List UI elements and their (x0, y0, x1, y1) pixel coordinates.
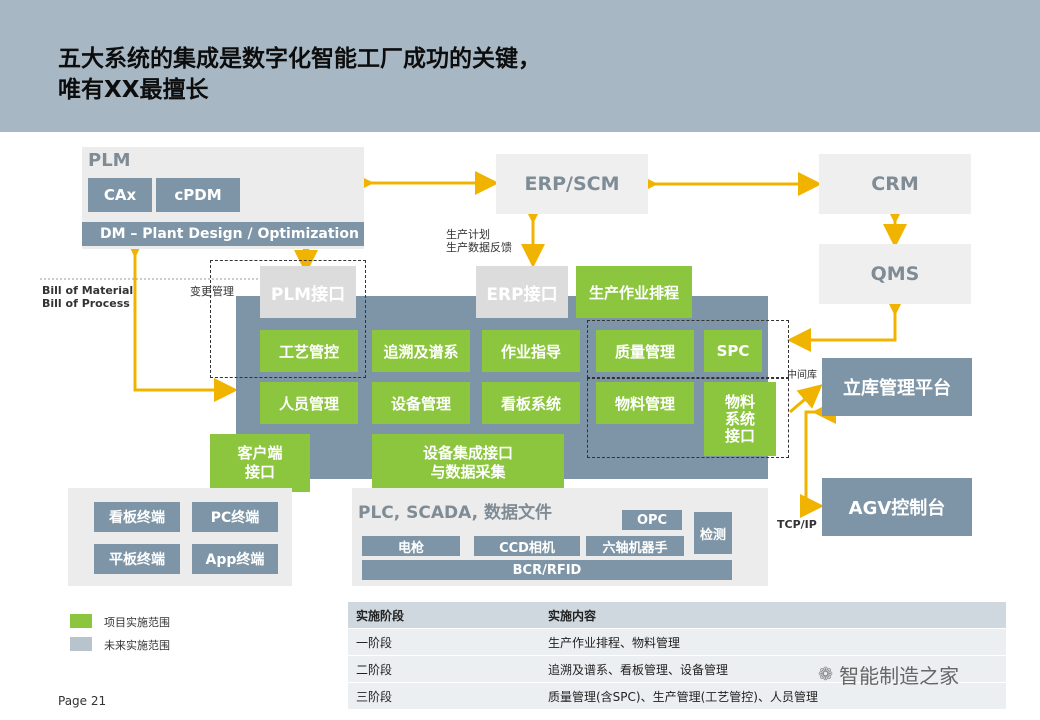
work-guidance-box: 作业指导 (482, 330, 580, 372)
table-header-content: 实施内容 (540, 602, 1006, 629)
device-integration-line1: 设备集成接口 (422, 444, 513, 462)
implementation-table: 实施阶段 实施内容 一阶段 生产作业排程、物料管理 二阶段 追溯及谱系、看板管理… (348, 602, 1006, 710)
bcr-rfid-box: BCR/RFID (362, 560, 732, 580)
six-axis-robot-box: 六轴机器手 (586, 536, 684, 556)
table-row: 三阶段 质量管理(含SPC)、生产管理(工艺管控)、人员管理 (348, 682, 1006, 710)
table-cell-stage: 一阶段 (348, 628, 540, 656)
bop-text: Bill of Process (42, 297, 130, 310)
table-header-stage: 实施阶段 (348, 602, 540, 629)
table-cell-content: 质量管理(含SPC)、生产管理(工艺管控)、人员管理 (540, 682, 1006, 710)
page-number: Page 21 (58, 694, 107, 708)
bom-bop-label: Bill of Material Bill of Process (42, 284, 133, 310)
electric-gun-box: 电枪 (362, 536, 460, 556)
change-mgmt-label: 变更管理 (190, 285, 234, 298)
production-feedback-text: 生产数据反馈 (446, 241, 512, 254)
personnel-box: 人员管理 (260, 382, 358, 424)
material-scope-dashed (587, 378, 789, 458)
material-interface-line1: 物料 (724, 392, 755, 411)
legend-green-swatch (70, 614, 92, 628)
equipment-box: 设备管理 (372, 382, 470, 424)
crm-box: CRM (819, 154, 971, 214)
table-row: 二阶段 追溯及谱系、看板管理、设备管理 (348, 655, 1006, 683)
material-box: 物料管理 (596, 382, 694, 424)
warehouse-platform-box: 立库管理平台 (822, 358, 972, 416)
plc-scada-label: PLC, SCADA, 数据文件 (358, 503, 552, 523)
scheduling-box: 生产作业排程 (576, 266, 692, 318)
plm-label: PLM (88, 150, 131, 171)
table-header-row: 实施阶段 实施内容 (348, 602, 1006, 629)
erp-scm-box: ERP/SCM (496, 154, 648, 214)
kanban-terminal-box: 看板终端 (94, 502, 180, 532)
bom-text: Bill of Material (42, 284, 134, 297)
plan-feedback-label: 生产计划 生产数据反馈 (446, 228, 512, 254)
dm-bar: DM – Plant Design / Optimization S (82, 222, 364, 246)
quality-scope-dashed (587, 320, 789, 378)
table-cell-stage: 三阶段 (348, 682, 540, 710)
erp-interface-box: ERP接口 (476, 266, 568, 318)
qms-box: QMS (819, 244, 971, 304)
client-interface-box: 客户端 接口 (210, 434, 310, 492)
legend-future-scope-text: 未来实施范围 (104, 639, 170, 652)
app-terminal-box: App终端 (192, 544, 278, 574)
spc-box: SPC (704, 330, 762, 372)
pc-terminal-box: PC终端 (192, 502, 278, 532)
watermark-text: 智能制造之家 (839, 664, 960, 688)
watermark: ❁ 智能制造之家 (818, 660, 959, 689)
header-band (0, 0, 1040, 132)
table-cell-stage: 二阶段 (348, 655, 540, 683)
device-integration-line2: 与数据采集 (430, 463, 506, 481)
title-line-1: 五大系统的集成是数字化智能工厂成功的关键， (58, 46, 541, 72)
traceability-box: 追溯及谱系 (372, 330, 470, 372)
client-interface-line2: 接口 (244, 463, 275, 481)
tablet-terminal-box: 平板终端 (94, 544, 180, 574)
cpdm-box: cPDM (156, 178, 240, 212)
production-plan-text: 生产计划 (446, 228, 490, 241)
legend-in-scope-text: 项目实施范围 (104, 616, 170, 629)
opc-box: OPC (622, 510, 682, 530)
quality-box: 质量管理 (596, 330, 694, 372)
material-interface-line2: 系统 (724, 409, 755, 428)
wechat-icon: ❁ (818, 664, 834, 685)
table-row: 一阶段 生产作业排程、物料管理 (348, 628, 1006, 656)
page-title: 五大系统的集成是数字化智能工厂成功的关键， 唯有XX最擅长 (58, 44, 541, 106)
middleware-label: 中间库 (787, 370, 817, 381)
plm-interface-box: PLM接口 (260, 266, 356, 318)
table-cell-content: 追溯及谱系、看板管理、设备管理 (540, 655, 1006, 683)
material-interface-line3: 接口 (724, 426, 755, 445)
cax-box: CAx (88, 178, 152, 212)
material-interface-box: 物料 系统 接口 (704, 382, 776, 456)
inspection-box: 检测 (694, 512, 732, 554)
client-interface-line1: 客户端 (237, 444, 283, 462)
kanban-box: 看板系统 (482, 382, 580, 424)
ccd-camera-box: CCD相机 (474, 536, 580, 556)
legend-grey-swatch (70, 637, 92, 651)
agv-console-box: AGV控制台 (822, 478, 972, 536)
process-control-box: 工艺管控 (260, 330, 358, 372)
device-integration-box: 设备集成接口 与数据采集 (372, 434, 564, 492)
change-scope-dashed (210, 260, 366, 378)
title-line-2: 唯有XX最擅长 (58, 77, 209, 103)
table-cell-content: 生产作业排程、物料管理 (540, 628, 1006, 656)
tcpip-label: TCP/IP (777, 518, 817, 531)
